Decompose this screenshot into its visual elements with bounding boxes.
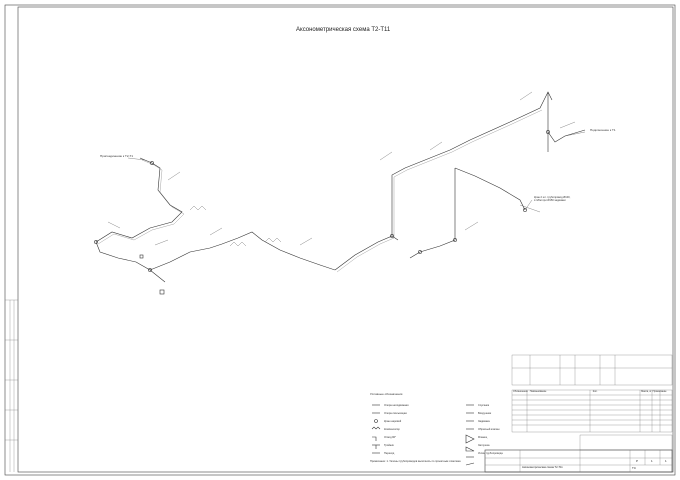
legend-item: Опора неподвижная [384,404,409,407]
title-block [484,449,673,473]
title-block-stage: Р [636,459,639,463]
right-connection-leader [564,131,586,137]
title-block-sheets: 1 [665,459,667,463]
legend-item: Отвод 90° [384,436,397,439]
legend-item: Заглушка [478,444,490,447]
bom-col-mass: Масса, кг [641,390,652,393]
legend-col-2: Спускник Воздушник Задвижка Обратный кла… [478,402,512,458]
legend-item: Тройник [384,444,394,447]
legend-item: Фланец [478,436,488,439]
bom-col-name: Наименование [529,390,547,393]
parameter-table [511,354,673,386]
legend-item: Переход [384,452,395,455]
bom-col-qty: Кол. [592,390,598,393]
legend-item: Воздушник [478,412,492,415]
legend-header: Условные обозначения [370,392,403,396]
legend-col-1: Опора неподвижная Опора скользящая Кран … [384,402,444,458]
legend-item: Обратный клапан [478,428,500,431]
title-block-sheet: 1 [651,459,653,463]
bom-header: Обозначение Наименование Кол. Масса, кг … [512,390,672,395]
legend-item: Компенсатор [384,428,400,431]
legend-item: Задвижка [478,420,490,423]
binding-strip [5,299,18,472]
title-block-code: ТС [632,466,636,470]
bill-of-materials [511,389,673,433]
valve-note-leader [524,199,533,211]
outer-frame [4,4,676,476]
legend-symbols [371,404,475,466]
pipeline-diagram [94,91,586,295]
inner-frame [17,6,674,473]
legend: Условные обозначения [370,392,510,400]
title-block-drawing-name: Аксонометрическая схема Т2-Т11 [522,466,563,469]
right-connection-callout: Подключение к Т1 [590,128,616,132]
notes-box [579,434,673,451]
legend-note: Примечание: 1. Уклоны трубопроводов выпо… [370,460,462,463]
legend-item: Кран шаровой [384,420,402,423]
legend-item: Опора скользящая [384,412,407,415]
valve-note-callout: Кран 2 шт. трубопровод Ø100, L=26м при Ø… [534,196,571,203]
legend-item: Уклон трубопровода [478,452,503,455]
bom-col-designation: Обозначение [513,390,528,393]
bom-col-note: Примечание [652,390,667,393]
left-connection-leader [127,157,146,161]
legend-item: Спускник [478,404,489,407]
drawing-title: Аксонометрическая схема Т2-Т11 [296,27,391,33]
left-connection-callout: Присоединение к Т2-Т1 [100,154,134,158]
